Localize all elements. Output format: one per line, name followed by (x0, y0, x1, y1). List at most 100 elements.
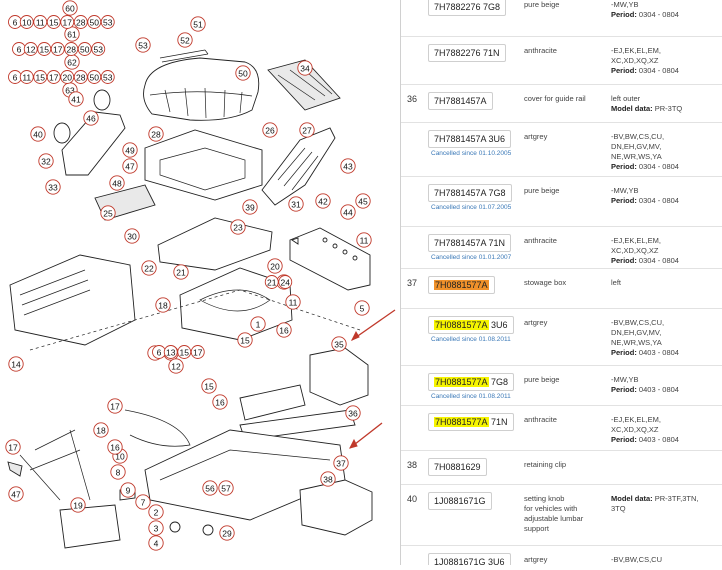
callout-40: 40 (30, 126, 46, 142)
part-description: anthracite (524, 236, 557, 245)
callout-16: 16 (107, 439, 123, 455)
callout-52: 52 (177, 32, 193, 48)
svg-text:17: 17 (193, 348, 203, 358)
callout-33: 33 (45, 179, 61, 195)
callout-5: 5 (354, 300, 370, 316)
table-row[interactable]: 37 7H0881577A stowage box left (401, 268, 722, 309)
svg-text:21: 21 (176, 268, 186, 278)
svg-text:5: 5 (360, 304, 365, 314)
cancelled-note: Cancelled since 01.08.2011 (431, 393, 511, 400)
part-number-highlight: 7H0881577A (434, 280, 489, 290)
svg-text:37: 37 (336, 459, 346, 469)
part-description: cover for guide rail (524, 94, 586, 103)
svg-text:17: 17 (63, 18, 73, 28)
svg-text:16: 16 (279, 326, 289, 336)
svg-text:24: 24 (281, 278, 291, 288)
callout-15: 15 (201, 378, 217, 394)
part-number-highlight: 7H0881577A (434, 417, 489, 427)
position-number: 36 (407, 94, 418, 104)
part-description: pure beige (524, 186, 560, 195)
callout-29: 29 (219, 525, 235, 541)
svg-text:17: 17 (110, 402, 120, 412)
svg-text:1: 1 (256, 320, 261, 330)
svg-text:63: 63 (65, 86, 75, 96)
svg-text:10: 10 (22, 18, 32, 28)
callout-11: 11 (356, 232, 372, 248)
svg-text:11: 11 (360, 236, 369, 246)
part-description: stowage box (524, 278, 567, 287)
svg-text:25: 25 (103, 209, 113, 219)
svg-text:45: 45 (358, 197, 368, 207)
svg-text:18: 18 (96, 426, 106, 436)
position-number: 37 (407, 278, 418, 288)
part-number-link[interactable]: 7H7881457A 7G8 (428, 184, 512, 202)
callout-3: 3 (148, 520, 164, 536)
cancelled-note: Cancelled since 01.07.2005 (431, 204, 512, 211)
part-number-link[interactable]: 7H0881577A 71N (428, 413, 514, 431)
part-number-link[interactable]: 7H7881457A 3U6 (428, 130, 512, 148)
svg-text:62: 62 (67, 58, 77, 68)
svg-text:16: 16 (215, 398, 225, 408)
table-row[interactable]: 36 7H7881457A cover for guide rail left out… (401, 84, 722, 123)
svg-text:16: 16 (110, 443, 120, 453)
svg-text:42: 42 (318, 197, 328, 207)
svg-text:17: 17 (49, 73, 59, 83)
svg-text:35: 35 (334, 340, 344, 350)
part-number-link[interactable]: 7H0881577A (428, 276, 495, 294)
svg-text:50: 50 (80, 45, 90, 55)
position-number: 38 (407, 460, 418, 470)
callout-53: 53 (135, 37, 151, 53)
svg-text:32: 32 (41, 157, 51, 167)
svg-text:53: 53 (103, 73, 113, 83)
part-number-link[interactable]: 7H7881457A (428, 92, 493, 110)
callout-31: 31 (288, 196, 304, 212)
part-number-link[interactable]: 7H0881577A 7G8 (428, 373, 515, 391)
callout-9: 9 (120, 482, 136, 498)
svg-text:31: 31 (291, 200, 301, 210)
callout-14: 14 (8, 356, 24, 372)
svg-text:51: 51 (193, 20, 203, 30)
svg-text:48: 48 (112, 179, 122, 189)
svg-text:15: 15 (49, 18, 59, 28)
svg-text:15: 15 (204, 382, 214, 392)
callout-36: 36 (345, 405, 361, 421)
svg-text:28: 28 (76, 18, 86, 28)
part-number-link[interactable]: 7H0881629 (428, 458, 487, 476)
part-number-link[interactable]: 7H7882276 71N (428, 44, 506, 62)
svg-text:6: 6 (13, 18, 18, 28)
part-remark: Model data: PR-3TF,3TN,3TQ (611, 494, 699, 513)
svg-text:4: 4 (154, 539, 159, 549)
svg-text:50: 50 (90, 73, 100, 83)
part-description: anthracite (524, 415, 557, 424)
callout-15: 15 (237, 332, 253, 348)
svg-text:17: 17 (53, 45, 63, 55)
svg-text:23: 23 (233, 223, 243, 233)
svg-text:28: 28 (151, 130, 161, 140)
svg-text:39: 39 (245, 203, 255, 213)
part-number-link[interactable]: 7H7881457A 71N (428, 234, 512, 252)
part-number-link[interactable]: 7H7882276 7G8 (428, 0, 507, 16)
part-description: anthracite (524, 46, 557, 55)
svg-text:52: 52 (180, 36, 190, 46)
part-remark: left (611, 278, 622, 287)
svg-text:17: 17 (8, 443, 18, 453)
part-number-link[interactable]: 1J0881671G (428, 492, 492, 510)
part-number-link[interactable]: 1J0881671G 3U6 (428, 553, 511, 565)
part-number-link[interactable]: 7H0881577A 3U6 (428, 316, 514, 334)
